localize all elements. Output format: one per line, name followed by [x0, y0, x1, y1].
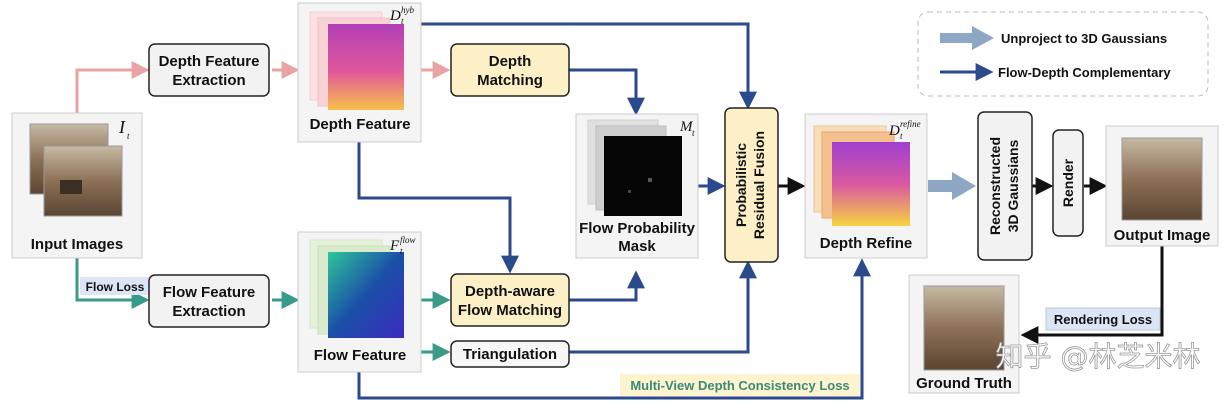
svg-text:Ground Truth: Ground Truth	[916, 375, 1012, 392]
svg-text:Residual Fusion: Residual Fusion	[751, 131, 767, 239]
svg-text:D: D	[389, 8, 401, 24]
svg-text:Extraction: Extraction	[172, 303, 245, 320]
ground-truth-image	[923, 285, 1005, 371]
input-images-label: Input Images	[31, 236, 124, 253]
svg-text:F: F	[389, 238, 400, 254]
flow-loss-label: Flow Loss	[86, 280, 145, 294]
svg-text:t: t	[900, 131, 903, 141]
svg-text:Mask: Mask	[618, 238, 656, 255]
refined-depth-image	[832, 142, 910, 226]
svg-text:D: D	[888, 123, 900, 139]
mask-image	[604, 136, 682, 216]
svg-text:Probabilistic: Probabilistic	[733, 143, 749, 227]
svg-text:Flow Matching: Flow Matching	[458, 302, 562, 319]
depth-feature-extraction-node: Depth Feature Extraction	[148, 43, 270, 97]
svg-text:Depth Feature: Depth Feature	[310, 116, 411, 133]
depth-aware-flow-matching-node: Depth-aware Flow Matching	[450, 273, 570, 327]
svg-text:Output Image: Output Image	[1114, 227, 1211, 244]
svg-text:Extraction: Extraction	[172, 72, 245, 89]
svg-text:refine: refine	[900, 119, 921, 129]
watermark: 知乎 @林芝米林	[996, 340, 1201, 373]
svg-text:Depth: Depth	[489, 53, 532, 70]
legend-unproject-label: Unproject to 3D Gaussians	[1001, 31, 1167, 46]
svg-text:Flow Probability: Flow Probability	[579, 220, 695, 237]
output-image-node: Output Image	[1105, 125, 1219, 247]
probabilistic-residual-fusion-node: Probabilistic Residual Fusion	[724, 107, 779, 263]
rendering-loss-badge	[1045, 307, 1161, 331]
svg-text:Depth Refine: Depth Refine	[820, 235, 913, 252]
triangulation-node: Triangulation	[450, 340, 570, 368]
flow-feature-extraction-node: Flow Feature Extraction	[148, 274, 270, 328]
svg-text:Reconstructed: Reconstructed	[987, 137, 1003, 235]
svg-text:t: t	[692, 128, 695, 138]
svg-text:Depth Feature: Depth Feature	[159, 53, 260, 70]
svg-text:Triangulation: Triangulation	[463, 346, 557, 363]
svg-text:Depth-aware: Depth-aware	[465, 283, 555, 300]
output-image	[1121, 137, 1203, 221]
flow-probability-mask-node: M t Flow Probability Mask	[575, 113, 699, 259]
legend-flow-depth-label: Flow-Depth Complementary	[998, 65, 1171, 80]
svg-text:Flow Feature: Flow Feature	[314, 347, 407, 364]
svg-text:t: t	[401, 16, 404, 26]
connectors	[75, 22, 1164, 400]
input-images-node: I t Input Images	[11, 112, 143, 259]
svg-text:3D Gaussians: 3D Gaussians	[1005, 139, 1021, 232]
mv-consistency-loss-label: Multi-View Depth Consistency Loss	[630, 378, 849, 393]
depth-matching-node: Depth Matching	[450, 43, 570, 97]
input-image-front	[43, 145, 123, 217]
render-node: Render	[1052, 129, 1084, 237]
input-symbol: I	[118, 117, 126, 137]
svg-text:t: t	[127, 131, 130, 141]
svg-text:t: t	[400, 246, 403, 256]
flow-loss-badge	[80, 277, 150, 295]
depth-feature-node: D hyb t Depth Feature	[297, 2, 422, 143]
mv-consistency-loss-badge	[620, 374, 860, 396]
svg-text:hyb: hyb	[401, 5, 414, 15]
unproject-arrow-icon	[940, 26, 994, 50]
svg-text:Flow Feature: Flow Feature	[163, 284, 256, 301]
ground-truth-node: Ground Truth	[908, 274, 1020, 394]
rendering-loss-label: Rendering Loss	[1054, 312, 1152, 327]
depth-map-image	[328, 24, 404, 110]
svg-text:Matching: Matching	[477, 72, 543, 89]
flow-map-image	[328, 252, 404, 338]
reconstructed-gaussians-node: Reconstructed 3D Gaussians	[977, 111, 1033, 261]
svg-text:Render: Render	[1060, 158, 1076, 207]
legend: Unproject to 3D Gaussians Flow-Depth Com…	[917, 11, 1209, 97]
depth-refine-node: D refine t Depth Refine	[804, 113, 928, 259]
svg-text:M: M	[679, 119, 694, 135]
svg-text:flow: flow	[400, 235, 416, 245]
flow-feature-node: F flow t Flow Feature	[297, 231, 422, 373]
